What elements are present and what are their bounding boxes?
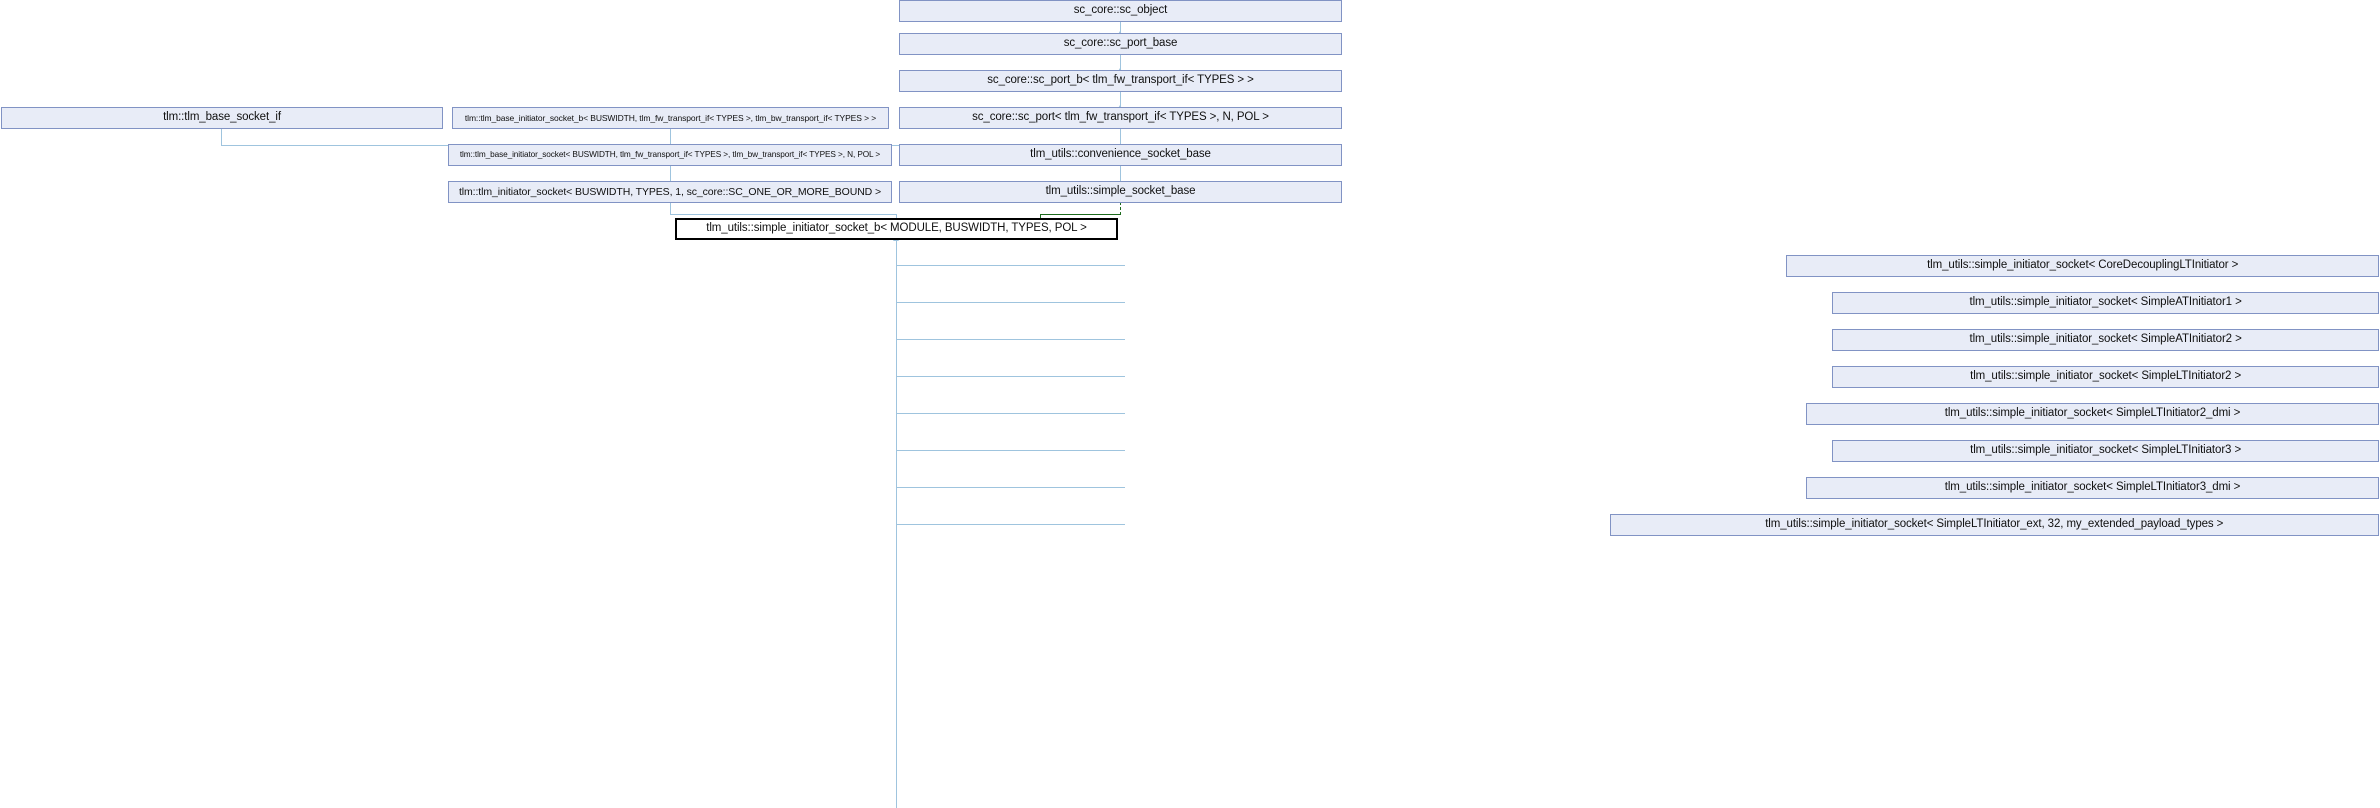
class-node-focus-simple-initiator-socket-b[interactable]: tlm_utils::simple_initiator_socket_b< MO… [675, 218, 1118, 240]
class-node-label: tlm::tlm_base_socket_if [163, 111, 281, 124]
class-node-label: sc_core::sc_port_b< tlm_fw_transport_if<… [987, 74, 1254, 87]
edge-initiator-socket-into-focus [896, 214, 897, 219]
edge-sc-port-down [1120, 129, 1121, 146]
edge-sc-port-horizontal [670, 145, 1121, 146]
class-node-derived-2[interactable]: tlm_utils::simple_initiator_socket< Simp… [1832, 329, 2379, 351]
class-node-label: tlm_utils::simple_initiator_socket_b< MO… [706, 222, 1087, 235]
class-node-sc-port-b[interactable]: sc_core::sc_port_b< tlm_fw_transport_if<… [899, 70, 1342, 92]
edge-simple-socket-base-horizontal [1040, 214, 1121, 215]
edge-initiator-socket-horizontal [670, 214, 896, 215]
class-node-label: tlm_utils::simple_initiator_socket< Simp… [1969, 333, 2242, 346]
class-node-label: tlm_utils::simple_initiator_socket< Simp… [1944, 481, 2241, 494]
edge-derived-stub-3 [896, 376, 1125, 377]
class-node-convenience-socket-base[interactable]: tlm_utils::convenience_socket_base [899, 144, 1342, 166]
edge-sc-object-to-sc-port-base [1120, 18, 1121, 36]
edge-bis-to-initiator-socket [670, 166, 671, 184]
class-node-derived-6[interactable]: tlm_utils::simple_initiator_socket< Simp… [1806, 477, 2379, 499]
edge-sc-port-base-to-sc-port-b [1120, 55, 1121, 73]
edge-derived-stub-0 [896, 265, 1125, 266]
class-node-label: tlm::tlm_base_initiator_socket< BUSWIDTH… [459, 149, 881, 159]
class-node-derived-1[interactable]: tlm_utils::simple_initiator_socket< Simp… [1832, 292, 2379, 314]
class-node-label: tlm_utils::simple_initiator_socket< Simp… [1765, 518, 2224, 531]
class-node-label: sc_core::sc_port< tlm_fw_transport_if< T… [972, 111, 1269, 124]
class-node-label: tlm_utils::simple_initiator_socket< Simp… [1970, 370, 2242, 383]
class-node-label: tlm_utils::simple_initiator_socket< Simp… [1969, 296, 2242, 309]
class-node-sc-port[interactable]: sc_core::sc_port< tlm_fw_transport_if< T… [899, 107, 1342, 129]
class-node-derived-4[interactable]: tlm_utils::simple_initiator_socket< Simp… [1806, 403, 2379, 425]
class-node-label: tlm_utils::convenience_socket_base [1030, 148, 1211, 161]
edge-derived-stub-7 [896, 524, 1125, 525]
edge-derived-stub-5 [896, 450, 1125, 451]
class-node-tlm-base-initiator-socket[interactable]: tlm::tlm_base_initiator_socket< BUSWIDTH… [448, 144, 892, 166]
edge-bisb-to-bis-upper [670, 129, 671, 146]
edge-derived-stub-4 [896, 413, 1125, 414]
edge-derived-stub-6 [896, 487, 1125, 488]
class-node-derived-3[interactable]: tlm_utils::simple_initiator_socket< Simp… [1832, 366, 2379, 388]
edge-sc-port-b-to-sc-port [1120, 92, 1121, 110]
class-node-tlm-initiator-socket[interactable]: tlm::tlm_initiator_socket< BUSWIDTH, TYP… [448, 181, 892, 203]
class-node-sc-port-base[interactable]: sc_core::sc_port_base [899, 33, 1342, 55]
edge-derived-stub-2 [896, 339, 1125, 340]
class-node-label: tlm::tlm_initiator_socket< BUSWIDTH, TYP… [458, 185, 882, 198]
class-node-label: tlm_utils::simple_initiator_socket< Core… [1927, 259, 2239, 272]
edge-base-socket-if-down [221, 129, 222, 146]
class-node-label: sc_core::sc_port_base [1063, 37, 1178, 50]
class-node-label: tlm_utils::simple_socket_base [1045, 185, 1196, 198]
class-node-label: tlm_utils::simple_initiator_socket< Simp… [1944, 407, 2241, 420]
class-node-label: tlm_utils::simple_initiator_socket< Simp… [1970, 444, 2242, 457]
class-node-label: sc_core::sc_object [1073, 4, 1168, 17]
class-node-sc-object[interactable]: sc_core::sc_object [899, 0, 1342, 22]
edge-derived-stub-1 [896, 302, 1125, 303]
class-node-derived-5[interactable]: tlm_utils::simple_initiator_socket< Simp… [1832, 440, 2379, 462]
class-node-simple-socket-base[interactable]: tlm_utils::simple_socket_base [899, 181, 1342, 203]
edge-base-socket-if-horizontal [221, 145, 671, 146]
class-node-tlm-base-socket-if[interactable]: tlm::tlm_base_socket_if [1, 107, 443, 129]
edge-convenience-to-simple-base [1120, 166, 1121, 184]
class-node-tlm-base-initiator-socket-b[interactable]: tlm::tlm_base_initiator_socket_b< BUSWID… [452, 107, 889, 129]
class-node-label: tlm::tlm_base_initiator_socket_b< BUSWID… [464, 112, 877, 123]
edge-simple-socket-base-into-focus [1040, 214, 1041, 219]
class-node-derived-7[interactable]: tlm_utils::simple_initiator_socket< Simp… [1609, 514, 2379, 536]
edge-initiator-socket-down [670, 202, 671, 215]
class-node-derived-0[interactable]: tlm_utils::simple_initiator_socket< Core… [1786, 255, 2379, 277]
edge-simple-socket-base-down [1120, 202, 1121, 215]
